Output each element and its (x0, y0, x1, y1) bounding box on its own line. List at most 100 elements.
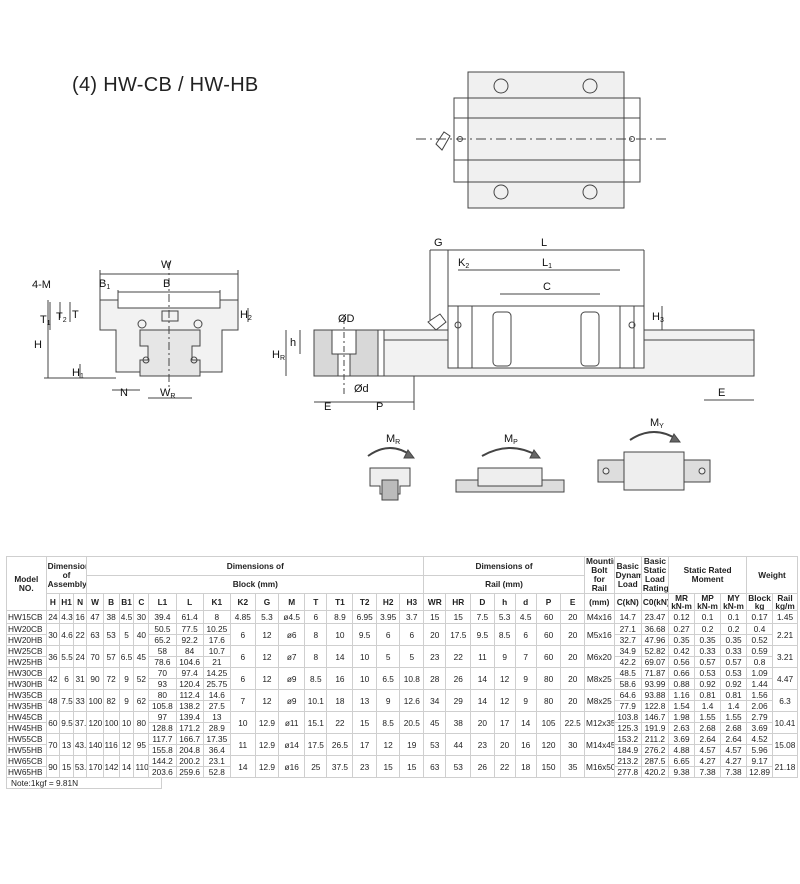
col-L1: L1 (148, 593, 177, 611)
table-cell: 80 (133, 711, 150, 734)
label-h: h (290, 337, 296, 349)
table-cell: 60 (535, 610, 562, 624)
table-cell: 52 (133, 667, 150, 690)
table-cell: HW15CB (6, 610, 47, 624)
table-cell: 6 (514, 623, 537, 646)
header-rail: Dimensions of (423, 556, 585, 576)
table-note: Note:1kgf = 9.81N (6, 778, 162, 789)
table-cell: 6.5 (118, 645, 135, 668)
table-cell: 0.42 (668, 645, 696, 657)
table-cell: 1.55 (694, 711, 722, 723)
table-cell: 1.44 (746, 678, 774, 690)
table-cell: 11 (470, 645, 495, 668)
col-D: D (470, 593, 495, 611)
table-cell: HW30CB (6, 667, 47, 679)
table-cell: 4.47 (772, 667, 798, 690)
table-cell: 2.68 (694, 722, 722, 734)
col-T2: T2 (352, 593, 377, 611)
label-E-left: E (324, 401, 331, 413)
table-cell: 14 (326, 645, 354, 668)
table-cell: 5 (118, 623, 135, 646)
label-W: W (161, 259, 172, 271)
table-cell: 5 (375, 645, 401, 668)
table-cell: 0.33 (694, 645, 722, 657)
table-cell: 1.4 (720, 700, 748, 712)
table-cell: 8 (304, 645, 328, 668)
table-cell: 0.35 (694, 634, 722, 646)
technical-drawings: W B B1 4-M T1 T2 T H H1 H2 N WR HR h ØD … (32, 71, 755, 501)
table-cell: 3.95 (375, 610, 401, 624)
header-block: Dimensions of (86, 556, 425, 576)
table-cell: 10.1 (304, 689, 328, 712)
col-N: N (72, 593, 88, 611)
table-cell: M8x25 (583, 689, 615, 712)
table-cell: 12 (254, 667, 280, 690)
table-cell: 2.06 (746, 700, 774, 712)
table-cell: 9.5 (352, 623, 377, 646)
col-HR: HR (445, 593, 472, 611)
label-MR: MR (386, 433, 400, 446)
label-B1: B1 (99, 278, 110, 291)
label-4-M: 4-M (32, 279, 51, 291)
table-cell: 122.8 (640, 700, 670, 712)
table-cell: 2.63 (668, 722, 696, 734)
spec-table: Model NO.Dimensions of Assembly(mDimensi… (6, 556, 798, 778)
table-cell: 0.57 (720, 656, 748, 668)
table-cell: 93.99 (640, 678, 670, 690)
table-cell: 80 (535, 667, 562, 690)
label-L1: L1 (542, 257, 552, 270)
table-cell: 70 (45, 733, 61, 756)
label-H: H (34, 339, 42, 351)
table-cell: 14 (514, 711, 537, 734)
table-cell: 0.59 (746, 645, 774, 657)
table-cell: 166.7 (175, 733, 204, 745)
table-cell: HW45CB (6, 711, 47, 723)
table-cell: 120 (535, 733, 562, 756)
table-cell: 12 (493, 689, 516, 712)
table-cell: 14.6 (202, 689, 231, 701)
table-cell: 14 (470, 667, 495, 690)
table-cell: 15 (423, 610, 447, 624)
label-N: N (120, 387, 128, 399)
table-cell: 15.1 (304, 711, 328, 734)
table-cell: 10 (118, 711, 135, 734)
table-cell: 117.7 (148, 733, 177, 745)
table-cell: 20.5 (399, 711, 425, 734)
side-view-drawing (383, 249, 755, 401)
table-cell: 10 (352, 645, 377, 668)
table-cell: 4.85 (229, 610, 256, 624)
col-WR: WR (423, 593, 447, 611)
table-cell: 1.45 (772, 610, 798, 624)
table-cell: 0.53 (720, 667, 748, 679)
label-OD: ØD (338, 313, 355, 325)
table-cell: 8.5 (304, 667, 328, 690)
label-H1: H1 (72, 367, 84, 380)
table-cell: 37.5 (72, 711, 88, 734)
table-cell: 6.3 (772, 689, 798, 712)
label-K2: K2 (458, 257, 469, 270)
label-H3: H3 (652, 311, 664, 324)
table-cell: 4.27 (694, 755, 722, 767)
header-block-unit: Block (mm) (86, 574, 425, 594)
table-cell: 26 (445, 667, 472, 690)
table-cell: 8.5 (375, 711, 401, 734)
label-HR: HR (272, 349, 285, 362)
table-cell: 4.3 (59, 610, 74, 624)
table-cell: 30 (45, 623, 61, 646)
table-cell: 37.5 (326, 755, 354, 778)
table-cell: 3.7 (399, 610, 425, 624)
table-cell: 171.2 (175, 722, 204, 734)
table-cell: 12 (375, 733, 401, 756)
table-cell: 142 (102, 755, 120, 778)
col-M: M (278, 593, 306, 611)
col-G: G (254, 593, 280, 611)
table-cell: 3.21 (772, 645, 798, 668)
table-cell: HW55HB (6, 744, 47, 756)
table-cell: 12.6 (399, 689, 425, 712)
